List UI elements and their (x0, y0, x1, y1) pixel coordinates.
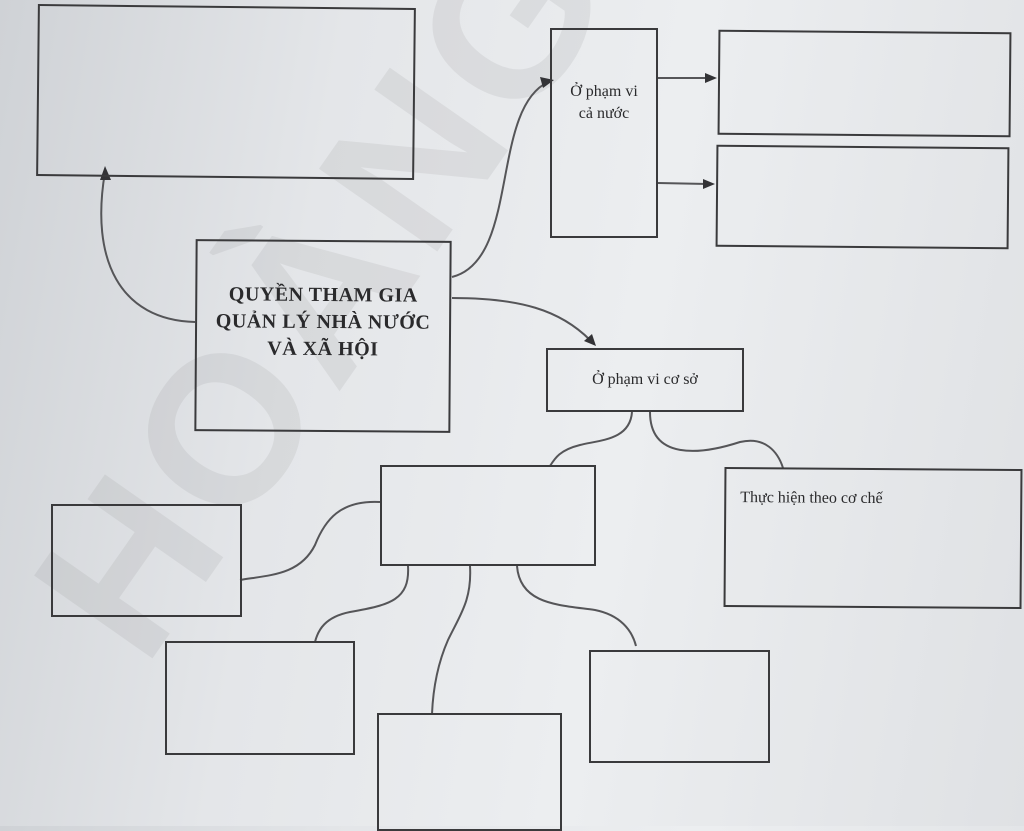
empty-box-top-left (36, 4, 416, 180)
central-topic-label: QUYỀN THAM GIA QUẢN LÝ NHÀ NƯỚC VÀ XÃ HỘ… (215, 282, 431, 360)
connector-national-to-right-bottom (657, 182, 709, 185)
connector-middle-to-bottom-right (516, 565, 637, 647)
connector-center-to-national (451, 81, 549, 278)
empty-box-middle (380, 465, 596, 566)
empty-box-right-bottom (715, 144, 1010, 250)
empty-box-bottom-right (589, 650, 770, 763)
connector-middle-to-left (239, 500, 381, 581)
arrowhead-right-bottom (703, 179, 715, 189)
connector-center-to-grassroots (451, 297, 591, 341)
grassroots-scope-label: Ở phạm vi cơ sở (592, 371, 698, 388)
mechanism-box: Thực hiện theo cơ chế (723, 466, 1023, 610)
empty-box-bottom-center (377, 713, 562, 831)
connector-middle-to-bottom-left (314, 565, 410, 643)
empty-box-right-top (717, 29, 1012, 138)
connector-grassroots-to-middle (549, 411, 633, 467)
empty-box-bottom-left (165, 641, 355, 755)
arrowhead-right-top (705, 73, 717, 83)
national-scope-label: Ở phạm vi cả nước (570, 83, 638, 122)
grassroots-scope-box: Ở phạm vi cơ sở (546, 348, 744, 412)
arrowhead-grassroots (584, 334, 596, 346)
national-scope-box: Ở phạm vi cả nước (550, 28, 658, 238)
connector-middle-to-bottom-center (431, 565, 472, 715)
arrowhead-top-left (100, 166, 111, 180)
central-topic-box: QUYỀN THAM GIA QUẢN LÝ NHÀ NƯỚC VÀ XÃ HỘ… (194, 239, 452, 433)
empty-box-left (51, 504, 242, 617)
mechanism-label: Thực hiện theo cơ chế (740, 489, 883, 508)
connector-grassroots-to-mechanism (649, 411, 784, 469)
connector-center-to-top-left (100, 171, 196, 323)
